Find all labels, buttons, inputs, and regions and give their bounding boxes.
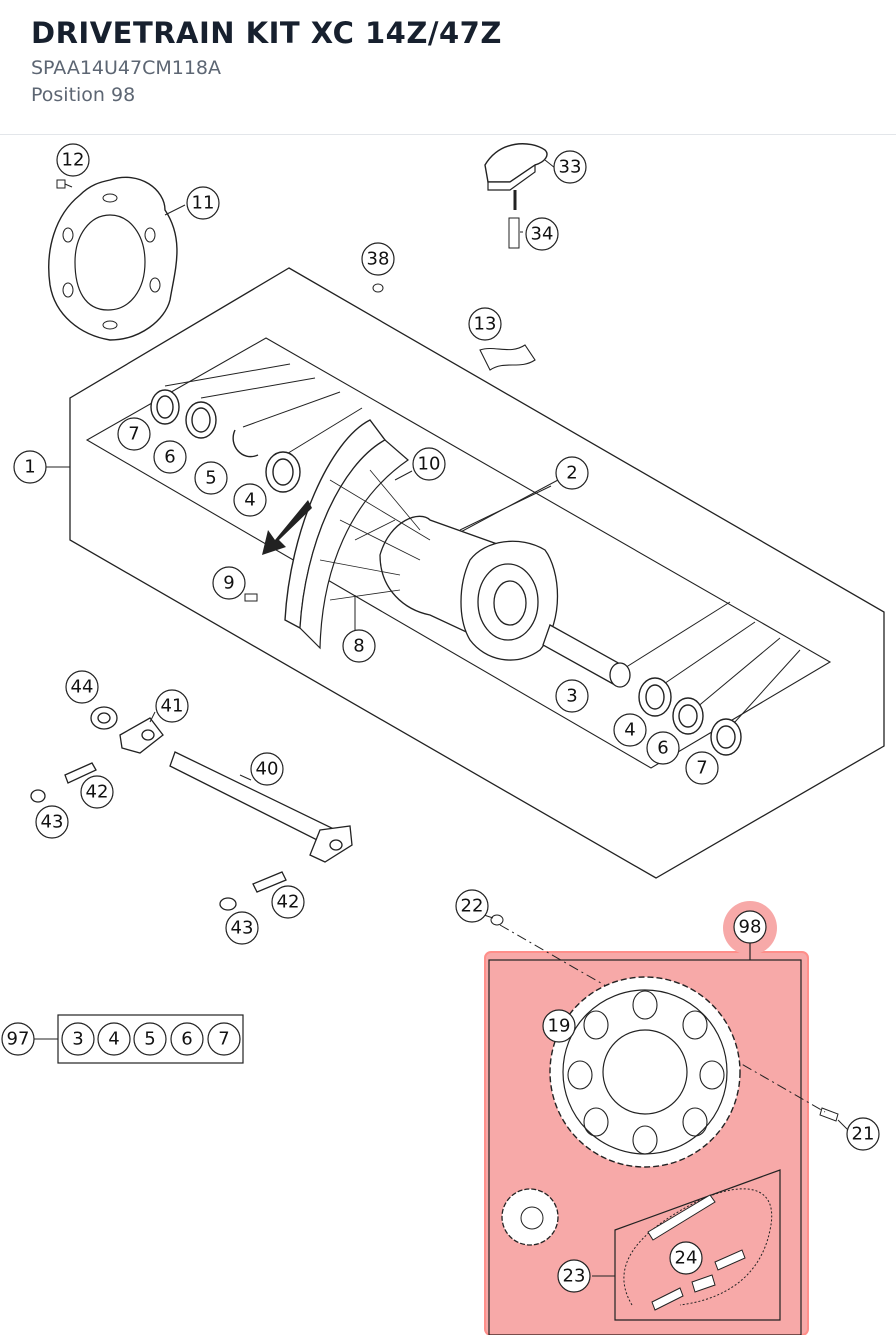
- callout-98[interactable]: 98: [739, 917, 762, 938]
- left-bearings-icon: [150, 389, 301, 493]
- kit-97-item: 7: [218, 1029, 229, 1050]
- callout-24: 24: [675, 1248, 698, 1269]
- callout-12: 12: [62, 150, 85, 171]
- front-sprocket-icon: [501, 1188, 559, 1246]
- chain-guide-icon: [484, 143, 548, 249]
- callout-40: 40: [256, 759, 279, 780]
- callout-6-right: 6: [657, 738, 668, 759]
- callout-21: 21: [852, 1124, 875, 1145]
- callout-22: 22: [461, 896, 484, 917]
- axle-icon: [169, 751, 353, 863]
- callout-42-upper: 42: [86, 782, 109, 803]
- callout-42-lower: 42: [277, 892, 300, 913]
- rear-sprocket-icon: [549, 976, 741, 1168]
- callout-2: 2: [566, 463, 577, 484]
- wheel-assembly-outline: [69, 267, 885, 879]
- callout-9: 9: [223, 573, 234, 594]
- chain-adjuster-icon: [30, 706, 287, 911]
- chain-icon: [592, 1169, 781, 1321]
- callout-7-right: 7: [696, 758, 707, 779]
- kit-97-item: 6: [181, 1029, 192, 1050]
- spacer-icon: [542, 624, 631, 688]
- callout-1: 1: [24, 457, 35, 478]
- kit-97-box: [33, 1014, 244, 1064]
- callout-44: 44: [71, 677, 94, 698]
- exploded-parts-diagram: 1 2 3 4 4 5 6 6 7 7 8 9 10 11 12 13 19 2…: [1, 143, 885, 1335]
- brake-disc-icon: [48, 176, 178, 341]
- callout-7-left: 7: [128, 424, 139, 445]
- rim-icon: [262, 419, 409, 650]
- callout-33: 33: [559, 157, 582, 178]
- header: DRIVETRAIN KIT XC 14Z/47Z SPAA14U47CM118…: [0, 0, 896, 135]
- callout-38: 38: [367, 249, 390, 270]
- kit-97-item: 4: [108, 1029, 119, 1050]
- right-bearings-icon: [638, 677, 742, 756]
- callout-34: 34: [531, 224, 554, 245]
- bolt-icon: [56, 179, 73, 189]
- callout-43-lower: 43: [231, 918, 254, 939]
- hub-icon: [319, 469, 559, 661]
- kit-97-item: 3: [72, 1029, 83, 1050]
- callout-41: 41: [161, 696, 184, 717]
- callout-97: 97: [7, 1029, 30, 1050]
- kit-97-item: 5: [144, 1029, 155, 1050]
- callout-6-left: 6: [164, 447, 175, 468]
- inner-assembly-outline: [85, 337, 832, 769]
- callout-13: 13: [474, 314, 497, 335]
- callout-4-right: 4: [624, 720, 635, 741]
- callout-10: 10: [418, 454, 441, 475]
- callout-5: 5: [205, 468, 216, 489]
- part-number: SPAA14U47CM118A: [31, 57, 222, 79]
- callout-19: 19: [548, 1016, 571, 1037]
- callout-4-left: 4: [244, 490, 255, 511]
- page-title: DRIVETRAIN KIT XC 14Z/47Z: [31, 16, 502, 50]
- position-label: Position 98: [31, 84, 136, 106]
- callout-3: 3: [566, 686, 577, 707]
- callout-11: 11: [192, 193, 215, 214]
- callout-8: 8: [353, 636, 364, 657]
- callout-43-upper: 43: [41, 812, 64, 833]
- callout-23: 23: [563, 1266, 586, 1287]
